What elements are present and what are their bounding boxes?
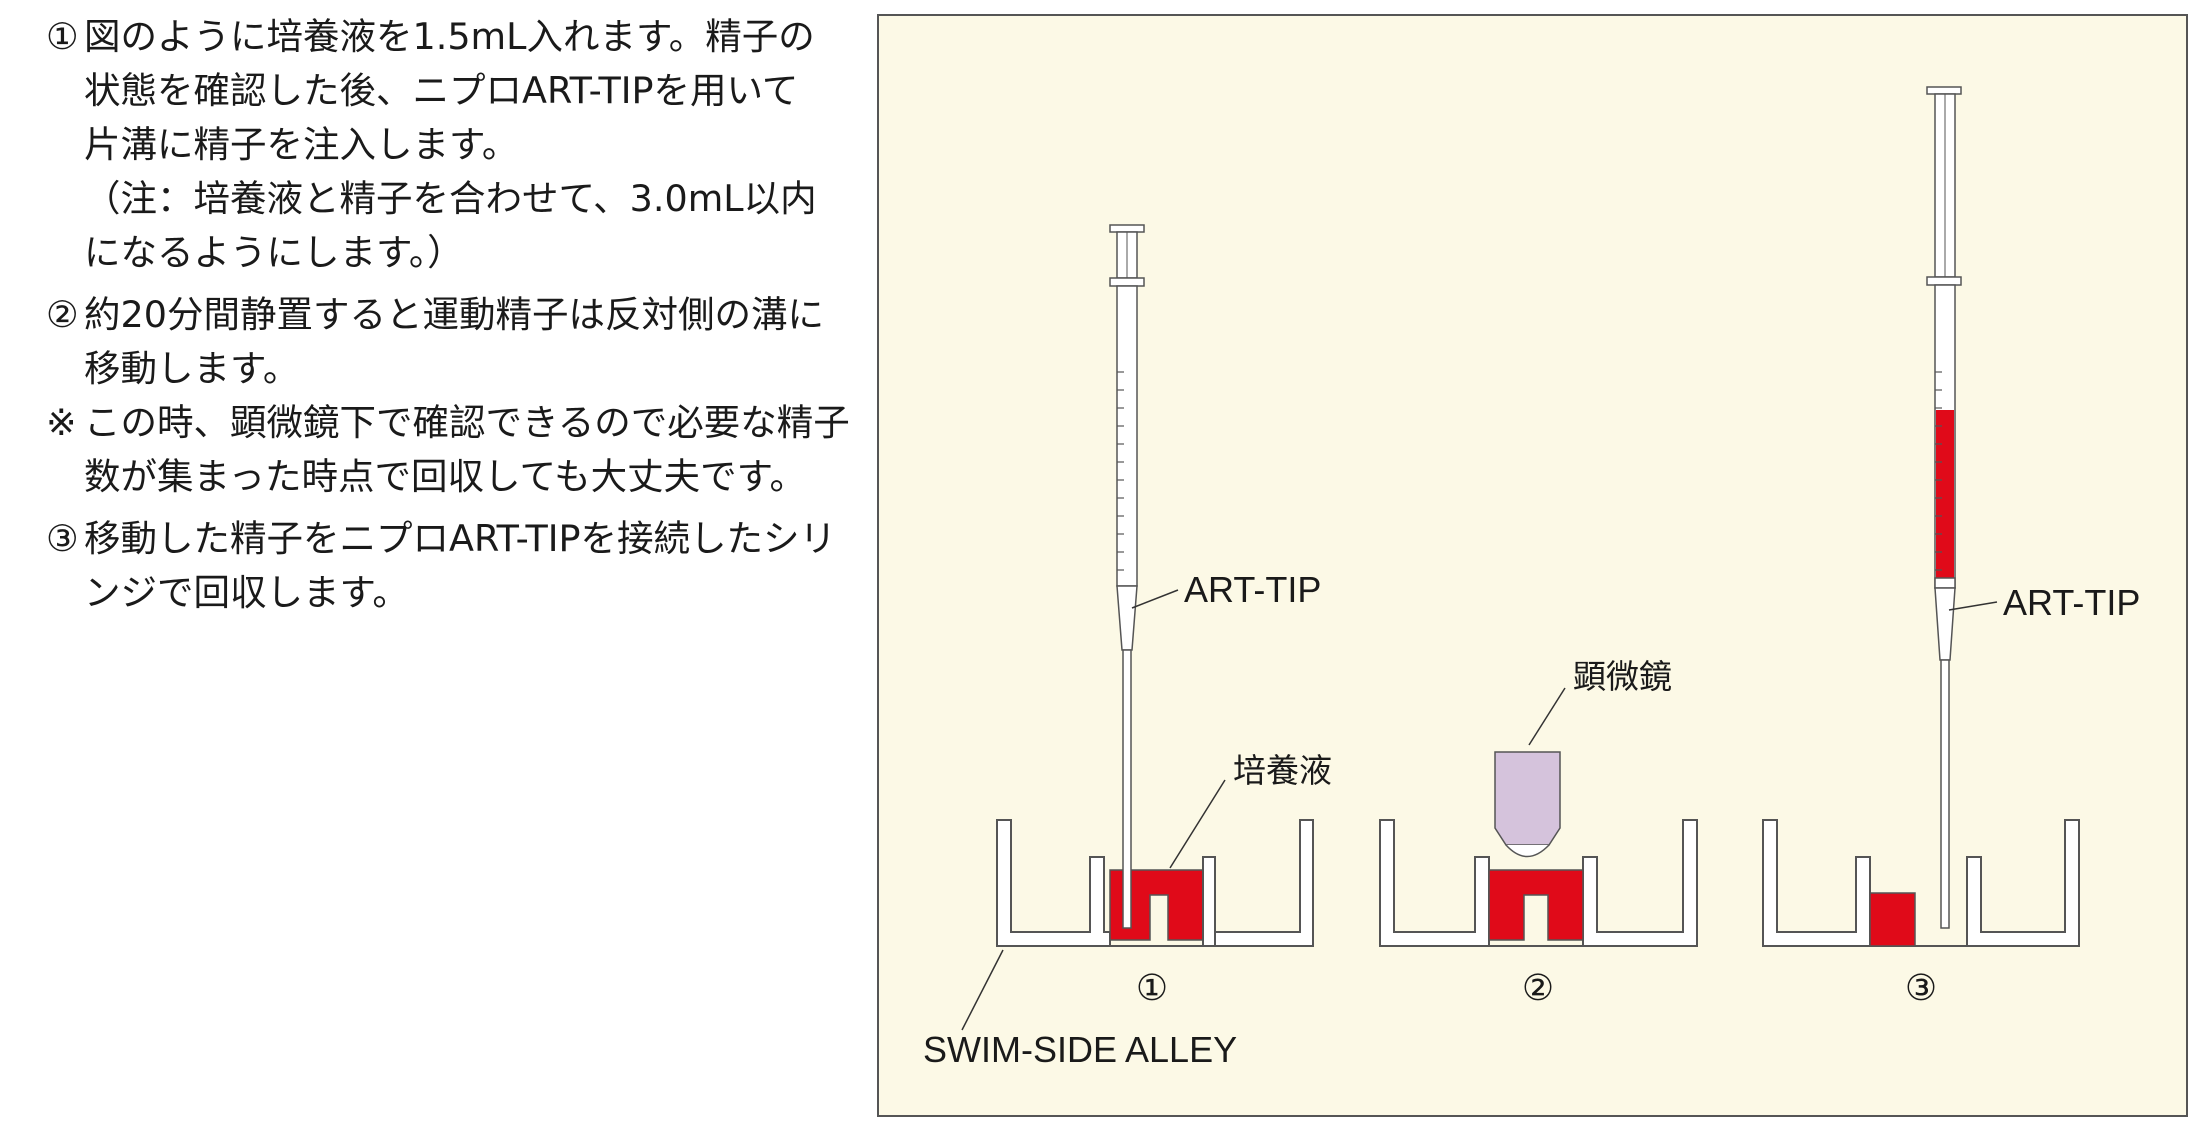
step-1: ① 図のように培養液を1.5mL入れます。精子の 状態を確認した後、ニプロART… (46, 10, 836, 280)
dish-1 (996, 819, 1314, 947)
step-note-line: になるようにします。） (84, 231, 464, 274)
step-line: この時、顕微鏡下で確認できるので必要な精子 (84, 401, 850, 444)
scale-marks (1117, 371, 1124, 571)
step-number-1: ① (1136, 968, 1168, 1009)
step-line: ンジで回収します。 (84, 571, 409, 614)
step-line: 状態を確認した後、ニプロART-TIPを用いて (84, 69, 799, 112)
leader-line-microscope (1528, 687, 1566, 746)
step-line: 約20分間静置すると運動精子は反対側の溝に (84, 293, 824, 336)
microscope-label: 顕微鏡 (1573, 657, 1672, 696)
step-note-line: （注：培養液と精子を合わせて、3.0mL以内 (84, 177, 817, 220)
art-tip-label-3: ART-TIP (2003, 582, 2140, 623)
medium-fluid-2 (1488, 869, 1584, 941)
step-marker: ② (46, 293, 79, 336)
collected-sperm (1936, 410, 1954, 578)
swim-side-alley-label: SWIM-SIDE ALLEY (923, 1029, 1237, 1070)
step-3: ③ 移動した精子をニプロART-TIPを接続したシリ ンジで回収します。 (46, 512, 836, 620)
step-line: 数が集まった時点で回収しても大丈夫です。 (84, 455, 806, 498)
art-tip-label-1: ART-TIP (1184, 569, 1321, 610)
leader-line-medium (1169, 779, 1226, 869)
instructions-text: ① 図のように培養液を1.5mL入れます。精子の 状態を確認した後、ニプロART… (46, 10, 850, 620)
dish-2 (1379, 819, 1698, 947)
scale-marks (1935, 371, 1942, 571)
art-tip-3 (1934, 587, 1956, 661)
sperm-fluid-3 (1869, 892, 1916, 947)
step-line: 移動します。 (84, 347, 300, 390)
step-number-3: ③ (1905, 968, 1937, 1009)
step-line: 図のように培養液を1.5mL入れます。精子の (84, 15, 815, 58)
diagram-panel (877, 14, 2188, 1117)
leader-line-swim-side-alley (961, 949, 1004, 1031)
step-marker: ① (46, 15, 79, 58)
step-2: ② 約20分間静置すると運動精子は反対側の溝に 移動します。 (46, 288, 836, 396)
step-line: 片溝に精子を注入します。 (84, 123, 519, 166)
medium-label: 培養液 (1233, 751, 1332, 790)
syringe-1 (1109, 224, 1145, 929)
dish-3 (1762, 819, 2080, 947)
note-marker: ※ (46, 401, 77, 444)
step-marker: ③ (46, 517, 79, 560)
leader-line-art-tip-3 (1948, 601, 1998, 611)
syringe-3 (1926, 86, 1962, 929)
step-note: ※ この時、顕微鏡下で確認できるので必要な精子 数が集まった時点で回収しても大丈… (46, 396, 850, 504)
step-line: 移動した精子をニプロART-TIPを接続したシリ (84, 517, 837, 560)
microscope-objective (1494, 751, 1561, 858)
step-number-2: ② (1522, 968, 1554, 1009)
art-tip-1 (1116, 585, 1138, 651)
leader-line-art-tip-1 (1131, 589, 1179, 609)
